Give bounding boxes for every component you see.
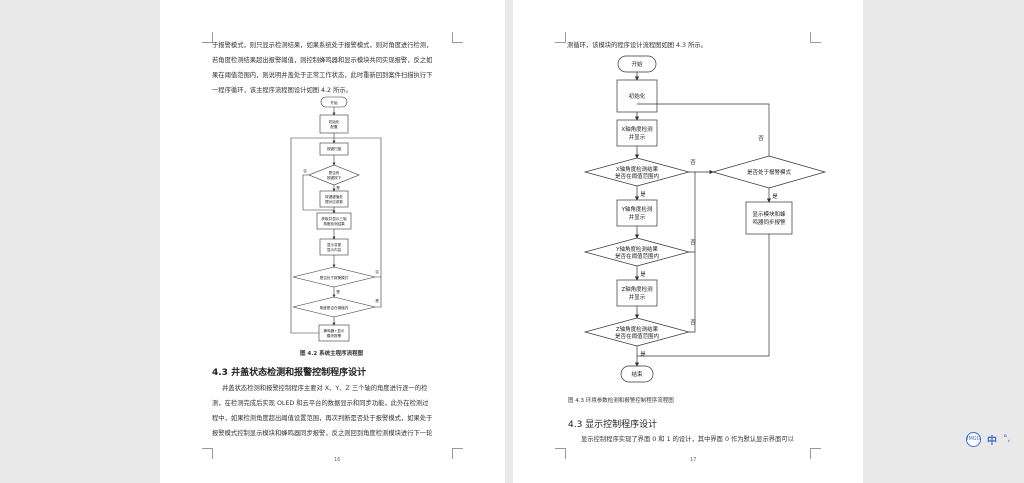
section-heading: 4.3 显示控制程序设计 — [568, 420, 658, 430]
init-box — [319, 114, 349, 134]
flow-alarm-label: 蜂鸣器+显示 — [324, 328, 345, 333]
punctuation-toggle[interactable]: °, — [1003, 434, 1011, 444]
page-number: 16 — [334, 457, 341, 463]
display-box — [319, 238, 349, 256]
flow-init-label: 配置 — [330, 124, 338, 129]
key-process-box — [319, 190, 349, 208]
flow-start-label: 开始 — [330, 100, 338, 105]
flow-read-label: 角度检测结果 — [323, 221, 345, 226]
flow-alarm-mode-label: 是否处于报警模式 — [747, 168, 792, 176]
y-detect-box — [616, 199, 658, 227]
flow-xcheck-label: 是否在阈值范围内 — [615, 172, 659, 180]
paragraph-line: 于报警模式，则只显示检测结果，如果系统处于报警模式，则对角度进行检测， — [212, 42, 433, 49]
flow-no-label: 否 — [758, 135, 764, 142]
flow-z-label: 并显示 — [629, 293, 646, 301]
alarm-box — [745, 201, 793, 235]
flow-x-label: 并显示 — [629, 133, 646, 141]
flow-ycheck-label: Y轴角度检测结果 — [615, 245, 658, 253]
flow-scan-label: 按键扫描 — [327, 146, 342, 151]
flow-no-label: 否 — [690, 319, 696, 326]
corner-mark — [555, 448, 566, 459]
x-detect-box — [616, 119, 658, 147]
flow-key-label: 是否有 — [329, 170, 340, 175]
corner-mark — [452, 448, 463, 459]
document-page-right: 测循环，该模块的程序设计流程图如图 4.3 所示。 — [513, 0, 863, 483]
ime-language-bar[interactable]: IMGO 中 °, — [966, 432, 1018, 447]
main-program-flowchart: 开始 初始化 配置 按键扫描 是否有 按键按下 按键键值处 理对应参数 获取并显… — [290, 96, 382, 342]
read-angle-box — [316, 212, 352, 230]
section-heading: 4.3 井盖状态检测和报警控制程序设计 — [212, 368, 367, 378]
flow-display-label: 显示内容 — [327, 247, 342, 252]
z-detect-box — [616, 279, 658, 307]
paragraph-line: 若角度检测结果超出报警阈值，则控制蜂鸣器和显示模块共同实现报警，反之如 — [212, 57, 433, 64]
paragraph-line: 测，在检测完成后实现 OLED 和云平台的数据显示和同步功能，此外在检测过 — [212, 400, 429, 407]
flow-z-label: Z轴角度检测 — [621, 285, 653, 293]
flow-y-label: 并显示 — [629, 213, 646, 221]
flow-yes-label: 是 — [640, 191, 646, 198]
flow-alarm-label: 显示模块和蜂 — [752, 210, 786, 218]
flow-yes-label: 是 — [375, 298, 379, 303]
flow-angle-label: 角度是否在阈值内 — [320, 305, 349, 310]
flow-alarm-label: 鸣器同步报警 — [752, 218, 786, 226]
corner-mark — [202, 32, 213, 43]
key-pressed-decision — [308, 164, 360, 186]
flow-start-label: 开始 — [631, 60, 643, 68]
flow-zcheck-label: 是否在阈值范围内 — [615, 332, 659, 340]
flow-no-label: 否 — [303, 169, 307, 173]
flow-end-label: 结束 — [631, 370, 643, 378]
flow-ycheck-label: 是否在阈值范围内 — [615, 252, 659, 260]
flow-init-label: 初始化 — [629, 92, 646, 100]
flow-keyproc-label: 按键键值处 — [325, 194, 343, 199]
flow-no-label: 否 — [690, 159, 696, 166]
flow-y-label: Y轴角度检测 — [621, 205, 653, 213]
flow-yes-label: 是 — [640, 351, 646, 358]
flow-keyproc-label: 理对应参数 — [325, 199, 343, 204]
corner-mark — [555, 32, 566, 43]
flow-yes-label: 是 — [772, 193, 778, 200]
flow-alarm-mode-label: 是否处于报警模式 — [320, 275, 349, 280]
ime-logo-icon[interactable]: IMGO — [966, 432, 981, 447]
corner-mark — [452, 32, 463, 43]
flow-yes-label: 是 — [336, 289, 340, 294]
flow-read-label: 获取并显示三轴 — [321, 216, 347, 221]
corner-mark — [810, 448, 821, 459]
detection-alarm-flowchart: 开始 初始化 X轴角度检测 并显示 X轴角度检测结果 是否在阈值范围内 Y轴角度… — [583, 55, 827, 383]
flow-zcheck-label: Z轴角度检测结果 — [616, 325, 659, 333]
init-box — [616, 79, 658, 113]
document-page-left: 于报警模式，则只显示检测结果，如果系统处于报警模式，则对角度进行检测， 若角度检… — [160, 0, 505, 483]
flow-no-label: 否 — [375, 270, 379, 274]
paragraph-line: 程中，如果检测角度超出阈值设置范围，再次判断是否处于报警模式，如果处于 — [212, 415, 433, 422]
flow-xcheck-label: X轴角度检测结果 — [616, 165, 659, 173]
page-number: 17 — [690, 457, 697, 463]
flow-yes-label: 是 — [640, 271, 646, 278]
paragraph-line: 显示控制程序实现了界面 0 和 1 的设计，其中界面 0 作为默认显示界面可以 — [581, 436, 794, 443]
corner-mark — [202, 448, 213, 459]
figure-caption: 图 4.3 环境参数检测和报警控制程序流程图 — [568, 398, 674, 404]
flow-display-label: 显示变更 — [327, 242, 342, 247]
alarm-box — [318, 324, 350, 342]
flow-key-label: 按键按下 — [327, 175, 342, 180]
paragraph-line: 报警模式控制显示模块和蜂鸣器同步报警，反之则回到角度检测模块进行下一轮 — [212, 430, 433, 437]
flow-alarm-label: 模块报警 — [327, 333, 342, 338]
flow-no-label: 否 — [690, 239, 696, 246]
figure-caption: 图 4.2 系统主程序流程图 — [300, 351, 364, 357]
paragraph-line: 果在阈值范围内，则说明井盖处于正常工作状态，此时重新回到案件扫描执行下 — [212, 72, 433, 79]
paragraph-line: 一程序循环，该主程序流程图设计如图 4.2 所示。 — [212, 87, 352, 94]
language-toggle[interactable]: 中 — [987, 436, 997, 447]
paragraph-line: 测循环，该模块的程序设计流程图如图 4.3 所示。 — [567, 42, 707, 49]
paragraph-line: 井盖状态检测和报警控制程序主要对 X、Y、Z 三个轴的角度进行逐一的检 — [222, 385, 428, 392]
flow-init-label: 初始化 — [329, 119, 340, 124]
corner-mark — [810, 32, 821, 43]
flow-x-label: X轴角度检测 — [621, 125, 653, 133]
flow-yes-label: 是 — [336, 185, 340, 190]
